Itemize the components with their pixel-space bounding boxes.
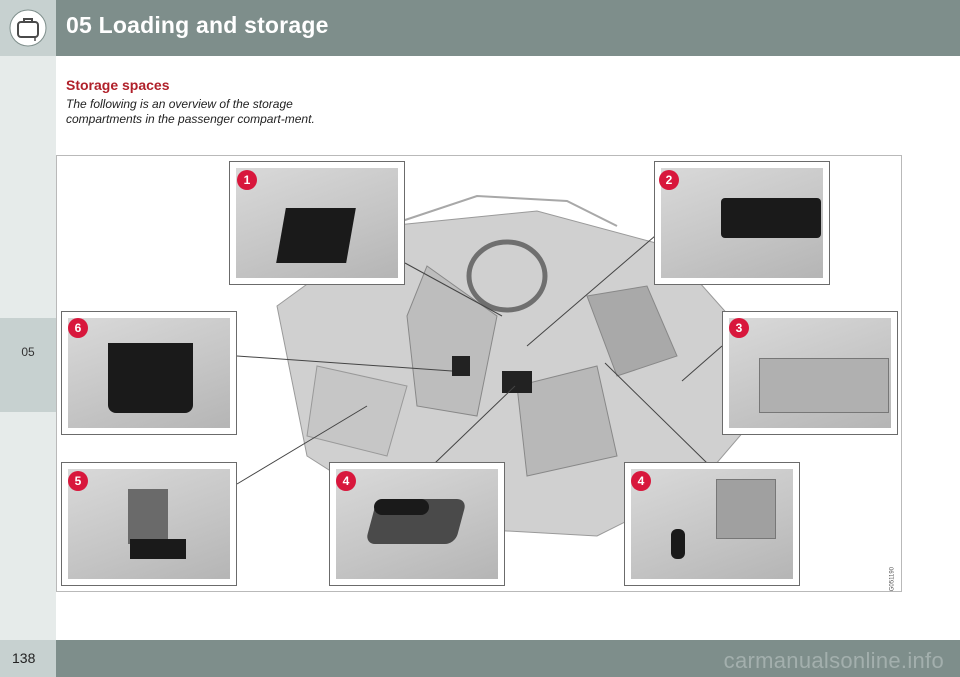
callout-4-console: 4 bbox=[631, 471, 651, 491]
header-bar bbox=[56, 0, 960, 56]
inset-tunnel-console-armrest: 4 bbox=[329, 462, 505, 586]
page-title: 05 Loading and storage bbox=[66, 12, 329, 38]
page-number: 138 bbox=[12, 650, 36, 666]
glove-compartment-image bbox=[729, 318, 891, 428]
seat-back-pocket-image bbox=[68, 318, 230, 428]
tunnel-console-armrest-image bbox=[336, 469, 498, 579]
chapter-tab-label: 05 bbox=[21, 345, 35, 359]
header-icon-box bbox=[0, 0, 56, 56]
figure-code: G051190 bbox=[889, 567, 895, 592]
rear-armrest-image bbox=[68, 469, 230, 579]
storage-figure: 1 2 3 6 5 4 bbox=[56, 155, 902, 592]
callout-6: 6 bbox=[68, 318, 88, 338]
callout-4-armrest: 4 bbox=[336, 471, 356, 491]
inset-glove-compartment: 3 bbox=[722, 311, 898, 435]
callout-2: 2 bbox=[659, 170, 679, 190]
footer-left-box bbox=[0, 640, 56, 677]
suitcase-icon bbox=[9, 9, 47, 47]
under-seat-image bbox=[661, 168, 823, 278]
door-pocket-image bbox=[236, 168, 398, 278]
inset-door-pocket: 1 bbox=[229, 161, 405, 285]
tunnel-console-front-image bbox=[631, 469, 793, 579]
inset-rear-armrest: 5 bbox=[61, 462, 237, 586]
section-title: Storage spaces bbox=[66, 77, 170, 93]
callout-3: 3 bbox=[729, 318, 749, 338]
watermark: carmanualsonline.info bbox=[723, 648, 944, 673]
inset-seat-back-pocket: 6 bbox=[61, 311, 237, 435]
car-interior-illustration bbox=[236, 194, 758, 537]
inset-tunnel-console-front: 4 bbox=[624, 462, 800, 586]
chapter-tab[interactable] bbox=[0, 318, 56, 412]
section-intro: The following is an overview of the stor… bbox=[66, 97, 315, 126]
callout-5: 5 bbox=[68, 471, 88, 491]
inset-under-seat-storage: 2 bbox=[654, 161, 830, 285]
footer-bar bbox=[56, 640, 960, 677]
callout-1: 1 bbox=[237, 170, 257, 190]
